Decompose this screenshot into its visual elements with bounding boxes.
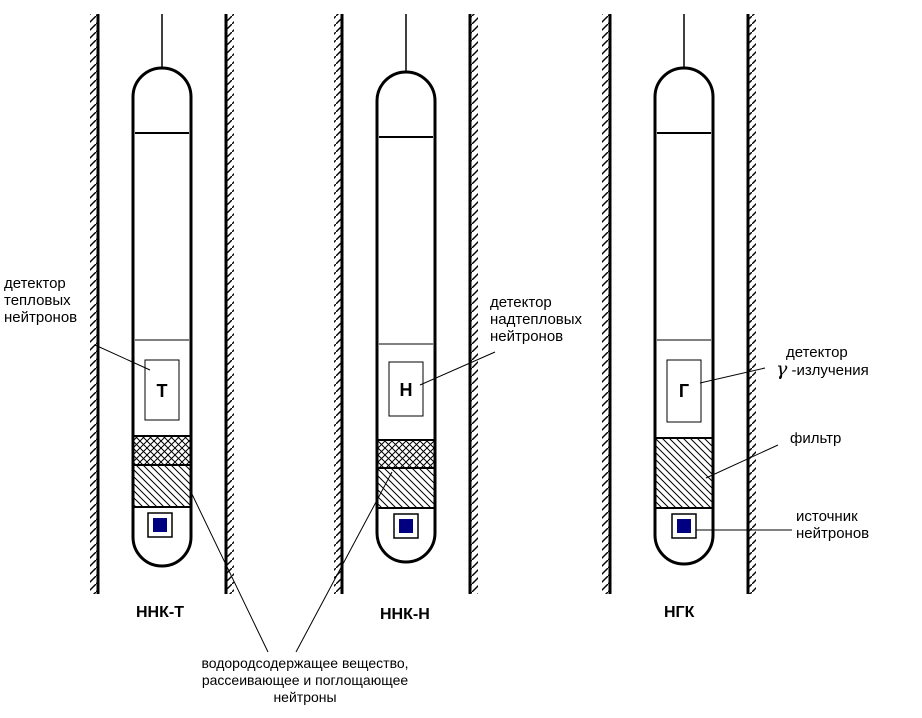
detector-letter: Т [157, 381, 168, 401]
epithermal-detector-label: детектор надтепловых нейтронов [490, 294, 583, 345]
tool-nnk-n: Н [375, 14, 437, 564]
tool-name-ngk: НГК [664, 604, 695, 621]
neutron-source-label: источник нейтронов [796, 508, 870, 542]
thermal-detector-label: детектор тепловых нейтронов [4, 275, 78, 326]
leader-lines [94, 344, 792, 653]
tool-name-nnk-t: ННК-Т [136, 604, 184, 621]
tool-ngk: Г [653, 14, 715, 566]
detector-letter: Н [400, 380, 413, 400]
tool-name-nnk-n: ННК-Н [380, 606, 430, 623]
gamma-symbol: γ [776, 358, 788, 380]
detector-letter: Г [679, 381, 689, 401]
hydrogen-material-label: водородсодержащее вещество, рассеивающее… [201, 655, 409, 705]
tool-nnk-t: Т [131, 14, 193, 568]
gamma-detector-label: детектор γ -излучения [776, 344, 869, 380]
borehole-walls [90, 14, 756, 594]
filter-label: фильтр [790, 430, 842, 447]
